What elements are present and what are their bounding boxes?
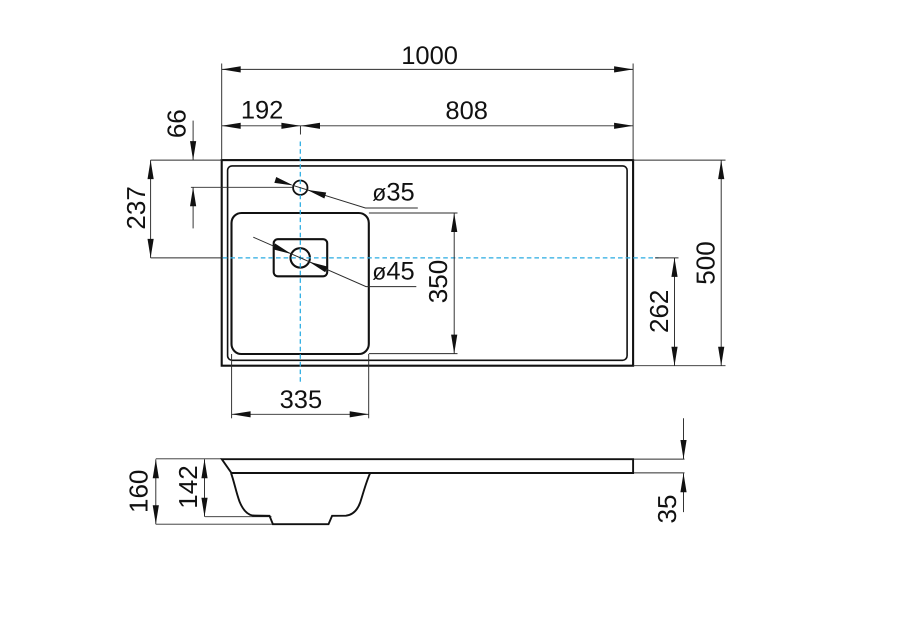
svg-text:ø45: ø45: [372, 258, 414, 286]
svg-text:192: 192: [241, 97, 284, 125]
svg-text:335: 335: [280, 386, 323, 414]
svg-text:160: 160: [124, 470, 154, 513]
svg-text:35: 35: [652, 495, 682, 524]
svg-text:262: 262: [644, 290, 674, 333]
svg-text:500: 500: [690, 241, 720, 284]
svg-text:66: 66: [162, 109, 192, 138]
svg-text:808: 808: [445, 97, 488, 125]
svg-text:ø35: ø35: [372, 178, 414, 206]
svg-text:350: 350: [423, 260, 453, 303]
svg-text:237: 237: [121, 186, 151, 229]
svg-text:1000: 1000: [401, 42, 458, 70]
svg-text:142: 142: [173, 465, 203, 508]
